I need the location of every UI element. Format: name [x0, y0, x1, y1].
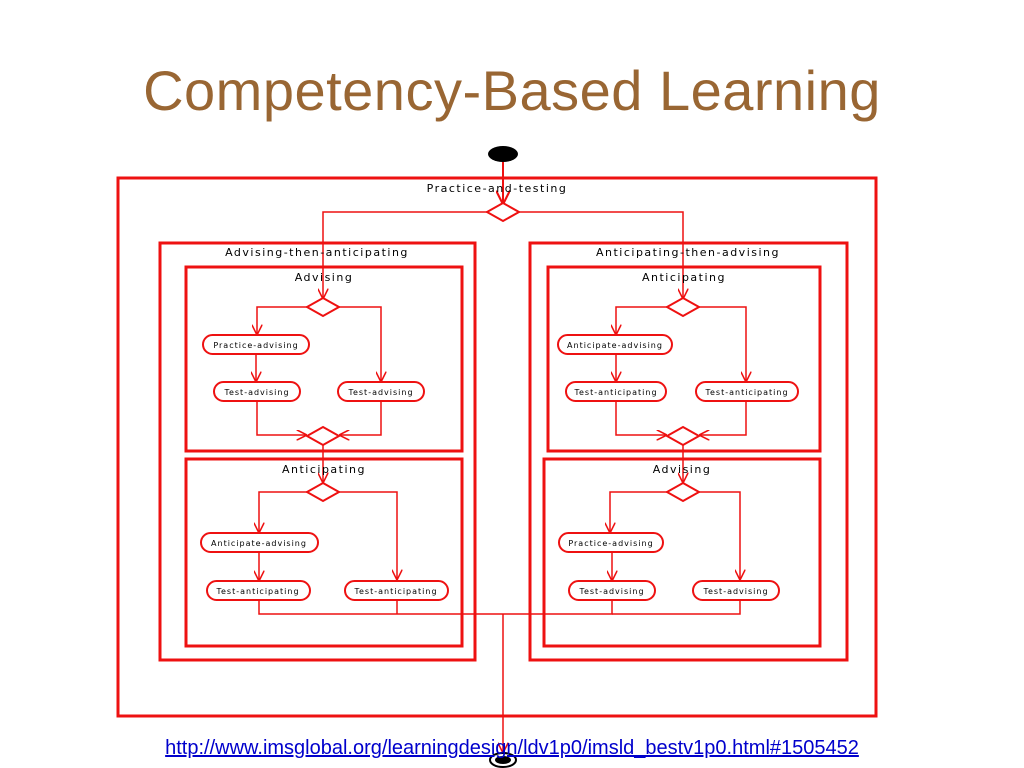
left-top-node-b-text: Test-advising: [347, 388, 413, 397]
right-top-merge-a-edge: [615, 401, 666, 435]
right-bottom-node-a2-text: Test-advising: [578, 587, 644, 596]
left-column-frame: [158, 241, 477, 662]
left-top-merge-node: [304, 425, 342, 447]
split-edge-right: [519, 211, 683, 298]
right-bottom-node-b-text: Test-advising: [702, 587, 768, 596]
right-bottom-node-a1-text: Practice-advising: [568, 539, 653, 548]
left-top-frame: [184, 265, 464, 453]
left-top-branch-a-edge: [257, 306, 307, 334]
right-bottom-exit-b-edge: [612, 600, 741, 615]
right-top-label: Anticipating: [642, 271, 726, 284]
left-column: Advising-then-anticipating Advising Prac…: [158, 241, 503, 662]
right-column-label: Anticipating-then-advising: [596, 246, 780, 259]
left-top-merge-a-edge: [256, 401, 306, 435]
left-bottom-branch-a-edge: [259, 491, 307, 532]
right-bottom-branch-a-edge: [610, 491, 667, 532]
top-decision-node: [484, 201, 522, 223]
left-top-merge-b-edge: [340, 401, 382, 435]
right-bottom-label: Advising: [653, 463, 712, 476]
start-node: [488, 146, 518, 162]
right-bottom-decision: [664, 481, 702, 503]
left-bottom-exit-a-edge: [258, 600, 503, 615]
slide-title: Competency-Based Learning: [143, 59, 881, 122]
left-top-node-a2-text: Test-advising: [223, 388, 289, 397]
right-top-node-a1: [557, 334, 673, 355]
right-top-branch-b-edge: [699, 306, 746, 381]
right-top-branch-a-edge: [616, 306, 667, 334]
right-top-node-b: [695, 381, 799, 402]
right-bottom-branch-b-edge: [699, 491, 740, 579]
right-top-node-a1-text: Anticipate-advising: [567, 341, 663, 350]
left-bottom-node-a1-text: Anticipate-advising: [211, 539, 307, 548]
right-top-merge-node: [664, 425, 702, 447]
left-bottom-node-b-text: Test-anticipating: [353, 587, 437, 596]
right-top-merge-b-edge: [700, 401, 747, 435]
right-top-frame: [546, 265, 822, 453]
right-bottom-node-b: [692, 580, 780, 601]
right-top-node-b-text: Test-anticipating: [704, 388, 788, 397]
right-bottom-exit-a-edge: [503, 600, 613, 615]
right-top-decision: [664, 296, 702, 318]
right-top-node-a2-text: Test-anticipating: [573, 388, 657, 397]
left-bottom-branch-b-edge: [339, 491, 397, 579]
outer-activity-label: Practice-and-testing: [427, 182, 568, 195]
outer-activity-frame: [116, 176, 878, 718]
left-top-label: Advising: [295, 271, 354, 284]
right-column-frame: [528, 241, 849, 662]
right-bottom-frame: [542, 457, 822, 648]
left-column-label: Advising-then-anticipating: [225, 246, 409, 259]
left-bottom-frame: [184, 457, 464, 648]
left-top-node-a1-text: Practice-advising: [213, 341, 298, 350]
source-link[interactable]: http://www.imsglobal.org/learningdesign/…: [165, 737, 859, 759]
left-bottom-decision: [304, 481, 342, 503]
left-bottom-node-a2-text: Test-anticipating: [215, 587, 299, 596]
right-column: Anticipating-then-advising Anticipating …: [503, 241, 849, 662]
left-top-decision: [304, 296, 342, 318]
split-edge-left: [323, 211, 487, 298]
left-top-branch-b-edge: [339, 306, 381, 381]
right-bottom-node-a1: [558, 532, 664, 553]
left-bottom-label: Anticipating: [282, 463, 366, 476]
end-node-inner: [495, 756, 511, 764]
